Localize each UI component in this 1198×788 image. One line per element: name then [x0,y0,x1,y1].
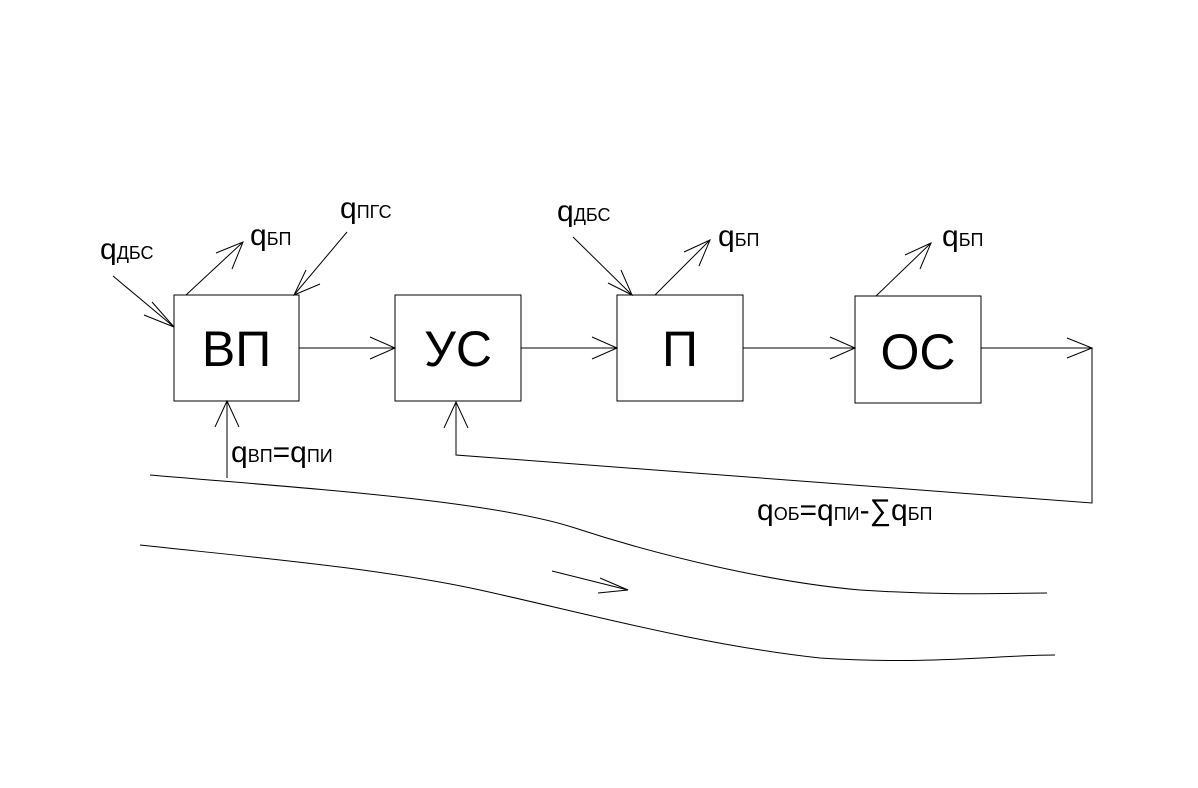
river-bank-upper [149,474,1048,595]
block-os: ОС [854,295,982,404]
arrow-river-to-vp [214,399,240,478]
feedback-arrow-to-us [443,348,1093,504]
label-q-dbs-left: qДБС [100,233,154,266]
block-us-label: УС [424,321,492,377]
arrow-vp-to-us [299,336,397,360]
arrow-q-bp-from-os [875,242,932,297]
label-q-dbs-p: qДБС [557,195,611,228]
arrow-us-to-p [521,336,619,360]
arrow-p-to-os [743,336,857,360]
block-p-label: П [662,321,698,377]
block-p: П [616,294,744,402]
block-us: УС [394,294,522,402]
block-vp: ВП [173,294,300,402]
label-q-bp-p: qБП [718,220,759,253]
label-q-bp-os: qБП [942,220,983,253]
arrow-q-bp-from-p [654,239,711,296]
river-bank-lower [139,544,1056,661]
label-q-ob-equation: qОБ=qПИ-∑qБП [757,494,932,527]
river [139,474,1056,661]
arrow-q-dbs-into-vp [112,275,175,328]
label-q-vp-equation: qВП=qПИ [231,436,333,469]
river-flow-arrow [551,570,629,594]
arrow-q-pgs-into-vp [292,231,348,296]
block-os-label: ОС [881,324,956,380]
arrow-os-output [981,337,1094,359]
block-vp-label: ВП [202,321,271,377]
label-q-bp-vp: qБП [250,219,291,252]
arrow-q-dbs-into-p [572,236,634,297]
arrow-q-bp-from-vp [185,241,244,296]
label-q-pgs: qПГС [340,192,392,225]
